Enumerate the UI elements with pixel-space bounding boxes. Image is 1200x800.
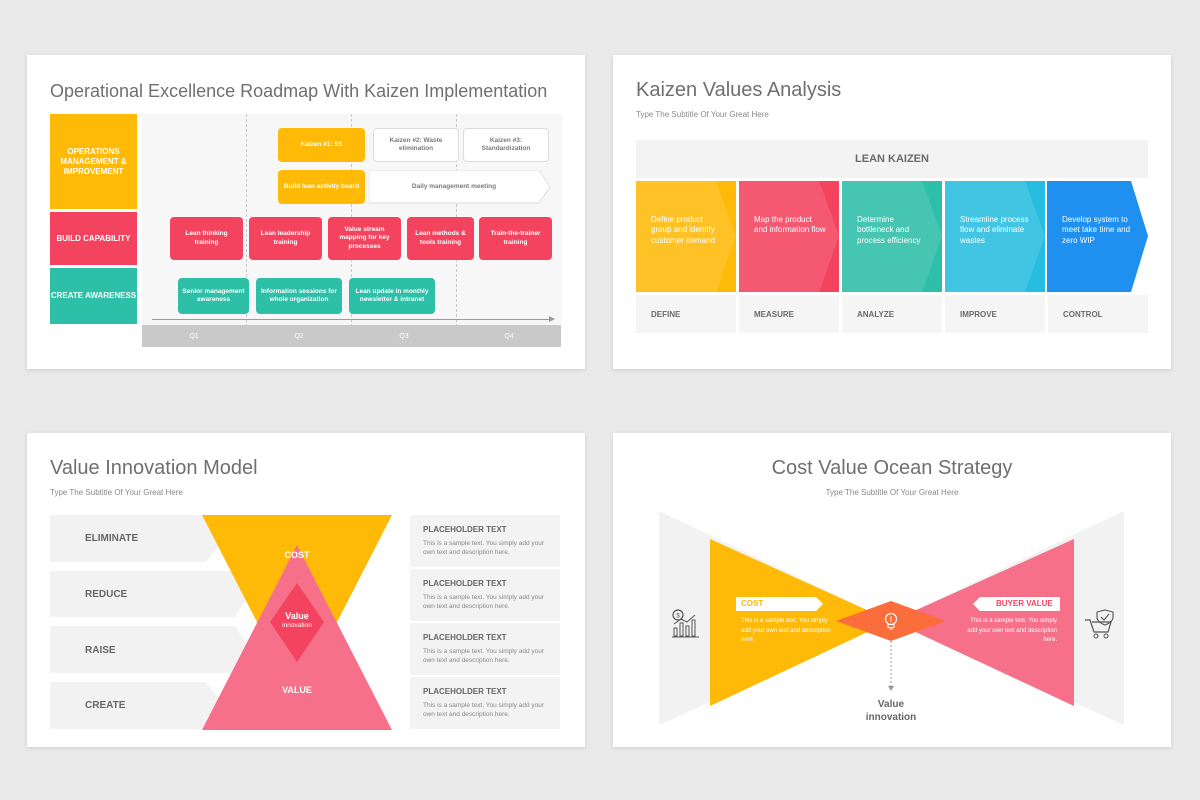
- quarter-label-q4: Q4: [504, 332, 514, 340]
- stage-improve: Streamline process flow and eliminate wa…: [945, 181, 1045, 292]
- cost-label: COST: [284, 550, 310, 560]
- stage-define-text: Define product group and identify custom…: [651, 215, 716, 245]
- hourglass-diagram: [202, 515, 392, 730]
- placeholder-card: PLACEHOLDER TEXT This is a sample text. …: [410, 677, 560, 729]
- timeline-arrow: [152, 319, 552, 320]
- action-create: CREATE: [85, 700, 126, 711]
- card-description: This is a sample text. You simply add yo…: [423, 648, 545, 665]
- lean-update-box: Lean update in monthly newsletter & intr…: [349, 278, 435, 314]
- slide-kaizen-values: Kaizen Values Analysis Type The Subtitle…: [613, 55, 1171, 369]
- card-title: PLACEHOLDER TEXT: [423, 687, 507, 696]
- stage-chevron-shade: [636, 181, 736, 292]
- card-title: PLACEHOLDER TEXT: [423, 633, 507, 642]
- stage-label-define: DEFINE: [636, 295, 736, 333]
- action-raise: RAISE: [85, 645, 116, 656]
- value-innovation-label-1: Value: [285, 611, 309, 621]
- bowtie-diagram: [659, 511, 1124, 725]
- stage-control-shape: [1047, 181, 1148, 292]
- slide-title: Value Innovation Model: [50, 457, 258, 479]
- lean-leadership-box: Lean leadership training: [249, 217, 322, 260]
- lightbulb-icon: [884, 612, 898, 630]
- slide-operational-roadmap: Operational Excellence Roadmap With Kaiz…: [27, 55, 585, 369]
- value-innovation-label: Value innovation: [841, 699, 941, 724]
- stage-chevron-shade: [842, 181, 942, 292]
- placeholder-card: PLACEHOLDER TEXT This is a sample text. …: [410, 515, 560, 567]
- svg-text:$: $: [676, 614, 680, 620]
- stage-chevron-shade: [945, 181, 1045, 292]
- quarter-label-q2: Q2: [294, 332, 304, 340]
- stage-label-improve: IMPROVE: [945, 295, 1045, 333]
- row-label-operations: OPERATIONS MANAGEMENT & IMPROVEMENT: [50, 114, 137, 209]
- stage-analyze-text: Determine bottleneck and process efficie…: [857, 215, 921, 245]
- senior-mgmt-box: Senior management awareness: [178, 278, 249, 314]
- slide-title: Cost Value Ocean Strategy: [771, 457, 1013, 479]
- kaizen-3-box: Kaizen #3: Standardization: [463, 128, 549, 162]
- slide-title: Operational Excellence Roadmap With Kaiz…: [50, 81, 548, 101]
- row-label-build-capability: BUILD CAPABILITY: [50, 212, 137, 265]
- info-sessions-box: Information sessions for whole organizat…: [256, 278, 342, 314]
- slide-title: Kaizen Values Analysis: [636, 79, 842, 101]
- stage-measure-text: Map the product and information flow: [754, 215, 826, 235]
- daily-meeting-arrow: [369, 170, 551, 204]
- kaizen-2-box: Kaizen #2: Waste elimination: [373, 128, 459, 162]
- value-innovation-label-2: innovation: [282, 622, 312, 629]
- train-trainer-box: Train-the-trainer training: [479, 217, 552, 260]
- placeholder-card: PLACEHOLDER TEXT This is a sample text. …: [410, 569, 560, 621]
- value-stream-box: Value stream mapping for key processes: [328, 217, 401, 260]
- quarter-bar: [142, 325, 561, 347]
- slide-cost-value-ocean: Cost Value Ocean Strategy Type The Subti…: [613, 433, 1171, 747]
- lean-methods-box: Lean methods & tools training: [407, 217, 474, 260]
- card-title: PLACEHOLDER TEXT: [423, 579, 507, 588]
- kaizen-1-box: Kaizen #1: 5S: [278, 128, 365, 162]
- value-innovation-label-1: Value: [877, 699, 905, 710]
- cost-chart-icon: $: [672, 609, 699, 638]
- card-description: This is a sample text. You simply add yo…: [423, 594, 545, 611]
- slide-subtitle: Type The Subtitle Of Your Great Here: [50, 488, 183, 497]
- action-eliminate: ELIMINATE: [85, 533, 139, 544]
- card-description: This is a sample text. You simply add yo…: [423, 540, 545, 557]
- daily-meeting-label: Daily management meeting: [411, 182, 497, 190]
- cost-description: This is a sample text. You simply add yo…: [741, 618, 831, 644]
- lean-kaizen-header: LEAN KAIZEN: [636, 140, 1148, 178]
- quarter-label-q1: Q1: [189, 332, 199, 340]
- stage-label-control: CONTROL: [1048, 295, 1148, 333]
- stage-control-text: Develop system to meet take time and zer…: [1062, 215, 1131, 245]
- stage-define: Define product group and identify custom…: [636, 181, 736, 292]
- timeline-arrowhead: [549, 316, 555, 322]
- lean-thinking-box: Lean thinking training: [170, 217, 243, 260]
- card-title: PLACEHOLDER TEXT: [423, 525, 507, 534]
- placeholder-card: PLACEHOLDER TEXT This is a sample text. …: [410, 623, 560, 675]
- stage-improve-text: Streamline process flow and eliminate wa…: [960, 215, 1029, 245]
- slide-subtitle: Type The Subtitle Of Your Great Here: [636, 110, 769, 119]
- value-innovation-label-2: innovation: [865, 711, 917, 723]
- buyer-value-label: BUYER VALUE: [996, 599, 1053, 608]
- row-label-create-awareness: CREATE AWARENESS: [50, 268, 137, 324]
- stage-label-analyze: ANALYZE: [842, 295, 942, 333]
- stage-analyze: Determine bottleneck and process efficie…: [842, 181, 942, 292]
- stage-chevron-shade: [739, 181, 839, 292]
- slide-subtitle: Type The Subtitle Of Your Great Here: [825, 488, 959, 497]
- lean-board-box: Build lean activity board: [278, 170, 365, 204]
- quarter-label-q3: Q3: [399, 332, 409, 340]
- cost-label: COST: [741, 599, 764, 608]
- quarter-divider: [246, 114, 247, 347]
- buyer-value-description: This is a sample text. You simply add yo…: [967, 618, 1057, 644]
- value-label: VALUE: [282, 685, 312, 695]
- slide-value-innovation: Value Innovation Model Type The Subtitle…: [27, 433, 585, 747]
- stage-label-measure: MEASURE: [739, 295, 839, 333]
- card-description: This is a sample text. You simply add yo…: [423, 702, 545, 719]
- stage-measure: Map the product and information flow: [739, 181, 839, 292]
- action-reduce: REDUCE: [85, 589, 128, 600]
- cart-check-icon: [1085, 609, 1114, 639]
- action-chevrons: [50, 515, 250, 729]
